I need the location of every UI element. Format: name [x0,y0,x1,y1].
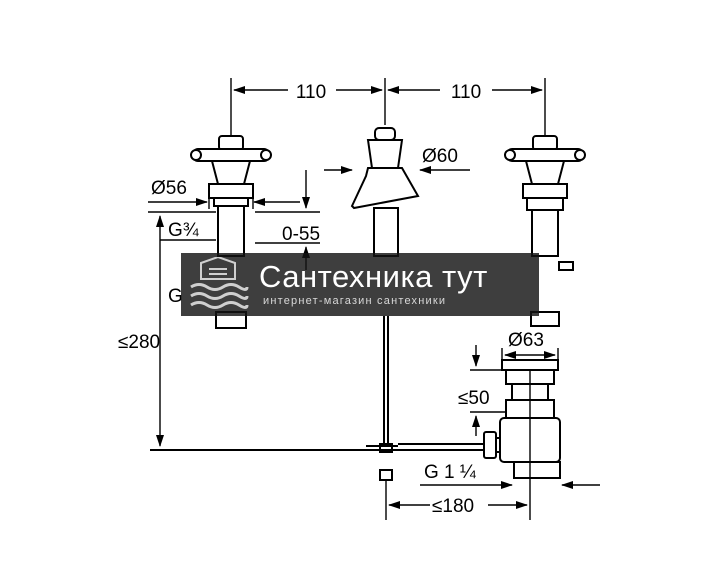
top-spacing-dimension: 110 110 [230,78,546,140]
right-cross-handle [504,135,586,327]
spout-diameter-dimension: Ø60 [324,146,470,174]
house-waves-logo-icon [190,257,249,309]
waste-thread-label: G 1 ¼ [420,462,600,489]
watermark-subtitle: интернет-магазин сантехники [263,295,447,307]
watermark-title: Сантехника тут [259,259,488,294]
dim-adjust-0-55: 0-55 [282,224,320,245]
waste-diameter-dimension: Ø63 [501,330,559,362]
dim-diameter-56: Ø56 [151,178,187,199]
dim-g-1-1-4: G 1 ¼ [424,462,477,483]
dim-diameter-60: Ø60 [422,146,458,167]
dim-diameter-63: Ø63 [508,330,544,351]
dim-110-left: 110 [296,82,326,103]
waste-lever-knob [558,261,574,271]
pop-up-waste [366,359,561,480]
inlet-thread-label: G¾ [160,220,216,241]
left-cross-handle [190,135,272,257]
dim-waste-height-50: ≤50 [458,388,490,409]
max-height-dimension: ≤280 G [118,211,376,451]
handle-diameter-dimension: Ø56 [148,178,300,209]
dim-110-right: 110 [451,82,481,103]
waste-projection-dimension: ≤180 [385,480,531,520]
dim-projection-180: ≤180 [432,496,474,517]
dim-max-height-280: ≤280 [118,332,160,353]
watermark-banner: Сантехника тут интернет-магазин сантехни… [181,253,539,316]
dim-g-lower: G [168,286,183,307]
dim-g-three-quarter: G¾ [168,220,200,241]
waste-height-dimension: ≤50 [458,345,506,436]
